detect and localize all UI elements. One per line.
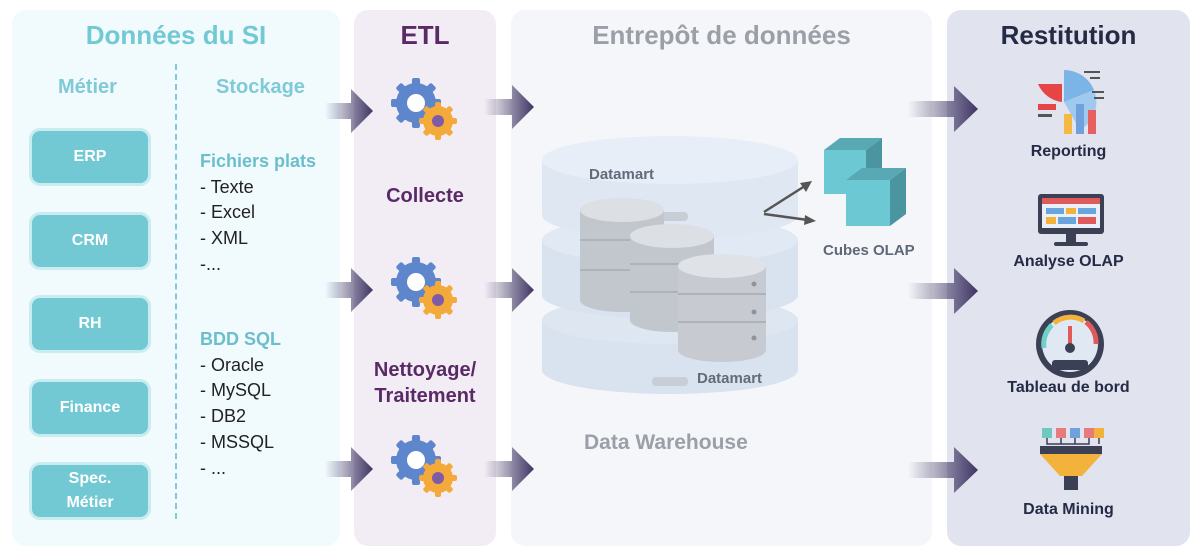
etl-collecte-label: Collecte: [386, 185, 464, 207]
datamart-label-top: Datamart: [589, 166, 655, 183]
metier-erp-box: ERP: [32, 131, 148, 183]
warehouse-title: Entrepôt de données: [592, 20, 851, 50]
metier-spec-box: Spec. Métier: [32, 465, 148, 517]
metier-header: Métier: [58, 76, 117, 98]
datamart-label-bottom: Datamart: [697, 370, 763, 387]
gears-icon: [391, 257, 457, 319]
bdd-item: - DB2: [200, 406, 247, 426]
gears-icon: [391, 78, 457, 140]
cubes-olap-label: Cubes OLAP: [823, 242, 915, 259]
bdd-item: - ...: [200, 458, 226, 478]
stockage-header: Stockage: [216, 76, 305, 98]
reporting-label: Reporting: [1030, 143, 1107, 160]
metier-finance-box: Finance: [32, 382, 148, 434]
flow-arrow: [908, 268, 978, 314]
flow-arrow: [908, 86, 978, 132]
si-divider: [175, 64, 177, 519]
data-mining-label: Data Mining: [1023, 501, 1114, 518]
flow-arrow: [325, 447, 373, 491]
data-warehouse-label: Data Warehouse: [584, 431, 748, 454]
gauge-icon: [1036, 310, 1104, 378]
flow-arrow: [908, 447, 978, 493]
etl-traitement-label: Traitement: [374, 385, 476, 407]
fichiers-item: - Texte: [200, 177, 254, 197]
fichiers-heading: Fichiers plats: [200, 151, 317, 171]
flow-arrow: [484, 268, 534, 312]
database-stack-icon: [542, 136, 798, 394]
cube-link-arrows: [763, 181, 816, 225]
analyse-olap-label: Analyse OLAP: [1013, 253, 1124, 270]
cubes-icon: [824, 138, 906, 226]
gears-icon: [391, 435, 457, 497]
flow-arrow: [484, 447, 534, 491]
flow-arrow: [484, 85, 534, 129]
etl-title: ETL: [400, 20, 450, 50]
etl-nettoyage-label: Nettoyage/: [373, 359, 477, 381]
bdd-heading: BDD SQL: [200, 329, 281, 349]
bdd-item: - Oracle: [200, 355, 265, 375]
fichiers-item: -...: [200, 254, 221, 274]
funnel-icon: [1040, 428, 1104, 490]
restitution-title: Restitution: [1000, 20, 1137, 50]
flow-arrow: [325, 89, 373, 133]
monitor-dashboard-icon: [1038, 194, 1104, 246]
flow-arrow: [325, 268, 373, 312]
fichiers-item: - XML: [200, 228, 249, 248]
metier-crm-box: CRM: [32, 215, 148, 267]
tableau-de-bord-label: Tableau de bord: [1007, 379, 1130, 396]
fichiers-item: - Excel: [200, 202, 256, 222]
si-title: Données du SI: [85, 20, 267, 50]
reporting-icon: [1038, 69, 1104, 134]
bdd-item: - MSSQL: [200, 432, 275, 452]
metier-rh-box: RH: [32, 298, 148, 350]
bdd-item: - MySQL: [200, 380, 272, 400]
